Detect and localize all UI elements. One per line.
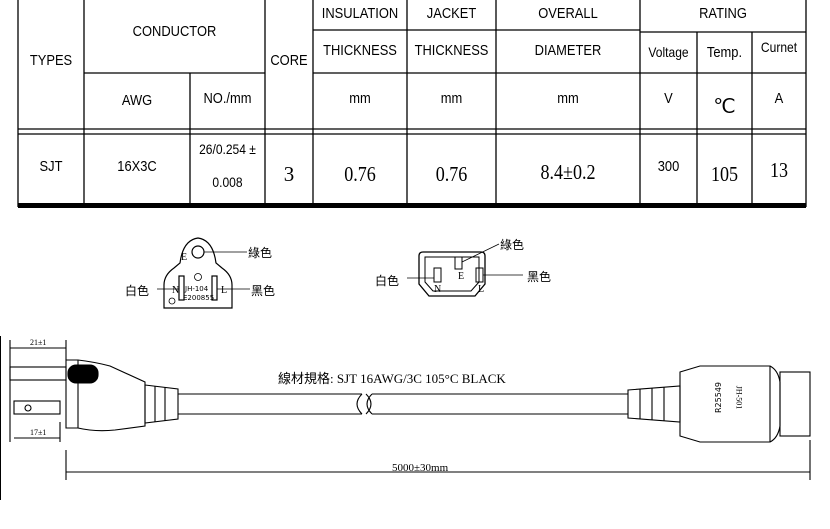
cable-spec-text: 線材規格: SJT 16AWG/3C 105°C BLACK	[278, 371, 506, 386]
header-core: CORE	[270, 51, 308, 69]
connector-label-white: 白色	[375, 274, 400, 288]
unit-voltage: V	[664, 89, 673, 107]
header-conductor: CONDUCTOR	[132, 22, 217, 40]
header-types: TYPES	[29, 51, 73, 69]
cell-insulation: 0.76	[344, 161, 376, 186]
plug-pin-n: N	[172, 285, 180, 296]
plug-label-white: 白色	[125, 284, 150, 298]
header-no-mm: NO./mm	[203, 89, 252, 107]
cell-diameter: 8.4±0.2	[540, 159, 596, 184]
cell-voltage: 300	[657, 157, 680, 175]
header-current: Curnet	[760, 39, 798, 55]
connector-label-green: 綠色	[500, 238, 525, 252]
spec-table-grid	[17, 0, 807, 208]
header-temp: Temp.	[706, 43, 743, 61]
cell-type: SJT	[39, 157, 63, 175]
connector-label-black: 黑色	[527, 270, 552, 284]
unit-jacket: mm	[440, 89, 463, 107]
plug-label-green: 綠色	[248, 246, 273, 260]
unit-current: A	[774, 89, 784, 107]
header-awg: AWG	[121, 91, 153, 109]
cable-assembly-drawing	[0, 336, 811, 500]
header-thickness-jacket: THICKNESS	[414, 41, 489, 59]
header-voltage: Voltage	[648, 44, 689, 60]
header-jacket: JACKET	[426, 4, 477, 22]
plug-label-black: 黑色	[251, 284, 276, 298]
plug-cert-text: E200855	[183, 294, 215, 302]
unit-insulation: mm	[349, 89, 371, 107]
connector-pin-l: L	[478, 284, 485, 295]
cell-awg: 16X3C	[117, 157, 157, 175]
cell-core: 3	[283, 161, 295, 186]
cell-no-mm-line1: 26/0.254 ±	[199, 141, 256, 157]
header-overall: OVERALL	[538, 4, 598, 22]
plug-pin-l: L	[221, 285, 228, 296]
connector-model-text: JH-501	[734, 385, 744, 410]
header-rating: RATING	[699, 4, 747, 22]
connector-face-diagram	[407, 243, 523, 297]
connector-cert-text: R25549	[714, 381, 724, 414]
connector-pin-n: N	[434, 284, 442, 295]
plug-model-text: JH-104	[185, 285, 209, 293]
header-thickness-insulation: THICKNESS	[323, 41, 397, 59]
dimension-top: 21±1	[30, 338, 47, 347]
dimension-bottom: 17±1	[30, 428, 47, 437]
cable-length-dimension: 5000±30mm	[392, 462, 449, 474]
header-insulation: INSULATION	[321, 4, 399, 22]
plug-face-diagram	[157, 237, 250, 309]
unit-temp: ℃	[713, 95, 736, 118]
cell-temp: 105	[710, 161, 739, 186]
cell-jacket: 0.76	[435, 161, 468, 186]
connector-pin-e: E	[458, 271, 465, 282]
cell-no-mm-line2: 0.008	[212, 174, 243, 190]
cell-current: 13	[769, 157, 789, 182]
header-diameter: DIAMETER	[534, 41, 602, 59]
plug-pin-e: E	[181, 252, 188, 263]
unit-diameter: mm	[557, 89, 579, 107]
